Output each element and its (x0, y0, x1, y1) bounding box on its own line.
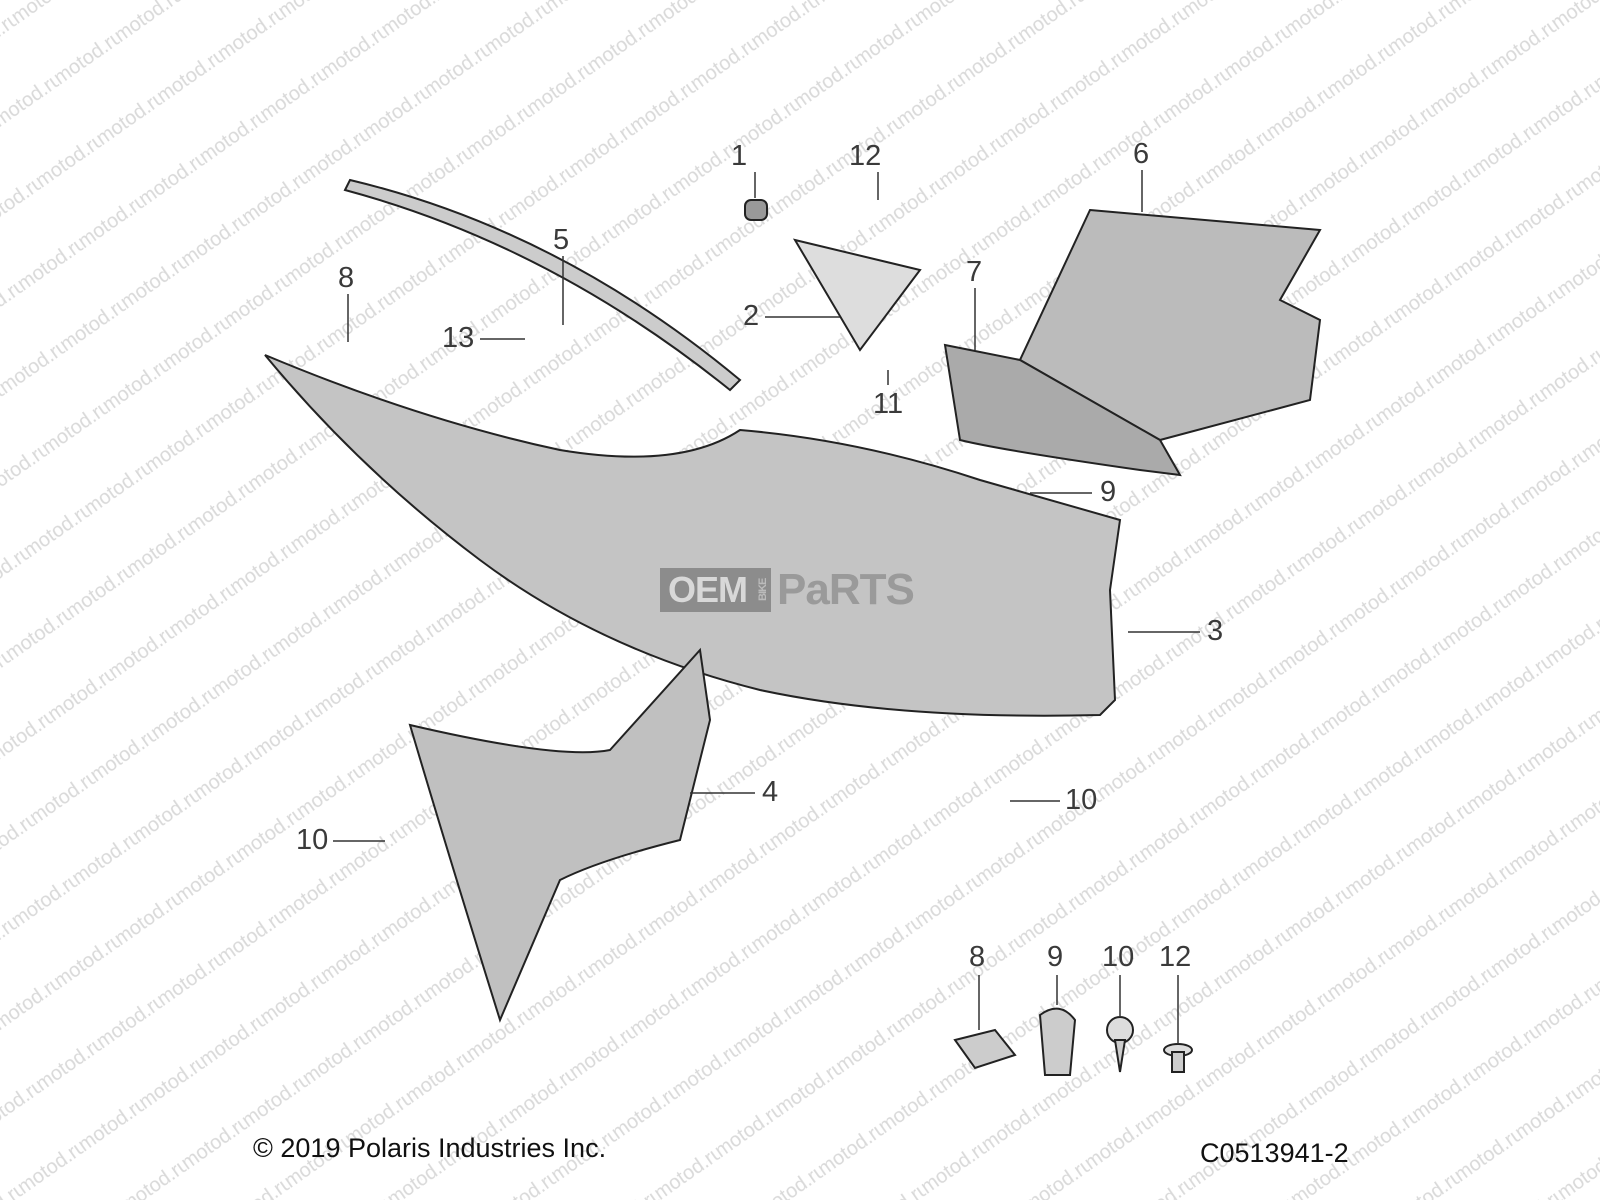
part-9-clip (1038, 1007, 1077, 1076)
logo-oem: OEM (660, 568, 756, 612)
part-1-bumper (744, 199, 768, 221)
callout-c9a: 9 (1100, 476, 1117, 508)
callout-c10c: 10 (1102, 941, 1135, 973)
callout-c12b: 12 (1159, 941, 1192, 973)
callout-c13: 13 (442, 322, 475, 354)
callout-c4: 4 (762, 776, 779, 808)
callout-c6: 6 (1133, 138, 1150, 170)
callout-c2: 2 (743, 300, 760, 332)
part-8-clip (953, 1028, 1017, 1070)
oem-bike-parts-logo: OEM BIKE PaRTS (660, 565, 915, 614)
part-2-bracket (792, 238, 922, 352)
callout-c12a: 12 (849, 140, 882, 172)
callout-c7: 7 (966, 256, 983, 288)
part-3-side-panel (264, 354, 1122, 717)
diagram-id: C0513941-2 (1200, 1138, 1349, 1168)
callout-c5: 5 (553, 224, 570, 256)
callout-c8b: 8 (969, 941, 986, 973)
callout-c10b: 10 (296, 824, 329, 856)
logo-parts: PaRTS (777, 565, 915, 614)
callout-c1: 1 (731, 140, 748, 172)
callout-c3: 3 (1207, 615, 1224, 647)
part-4-lower-panel (408, 647, 712, 1023)
part-7-shield (943, 343, 1182, 477)
callout-c11: 11 (873, 388, 904, 420)
part-5-trim-strip (343, 178, 742, 392)
callout-c8a: 8 (338, 262, 355, 294)
callout-c9b: 9 (1047, 941, 1064, 973)
logo-bike: BIKE (755, 568, 772, 612)
callout-c10a: 10 (1065, 784, 1098, 816)
copyright-text: © 2019 Polaris Industries Inc. (253, 1133, 607, 1163)
